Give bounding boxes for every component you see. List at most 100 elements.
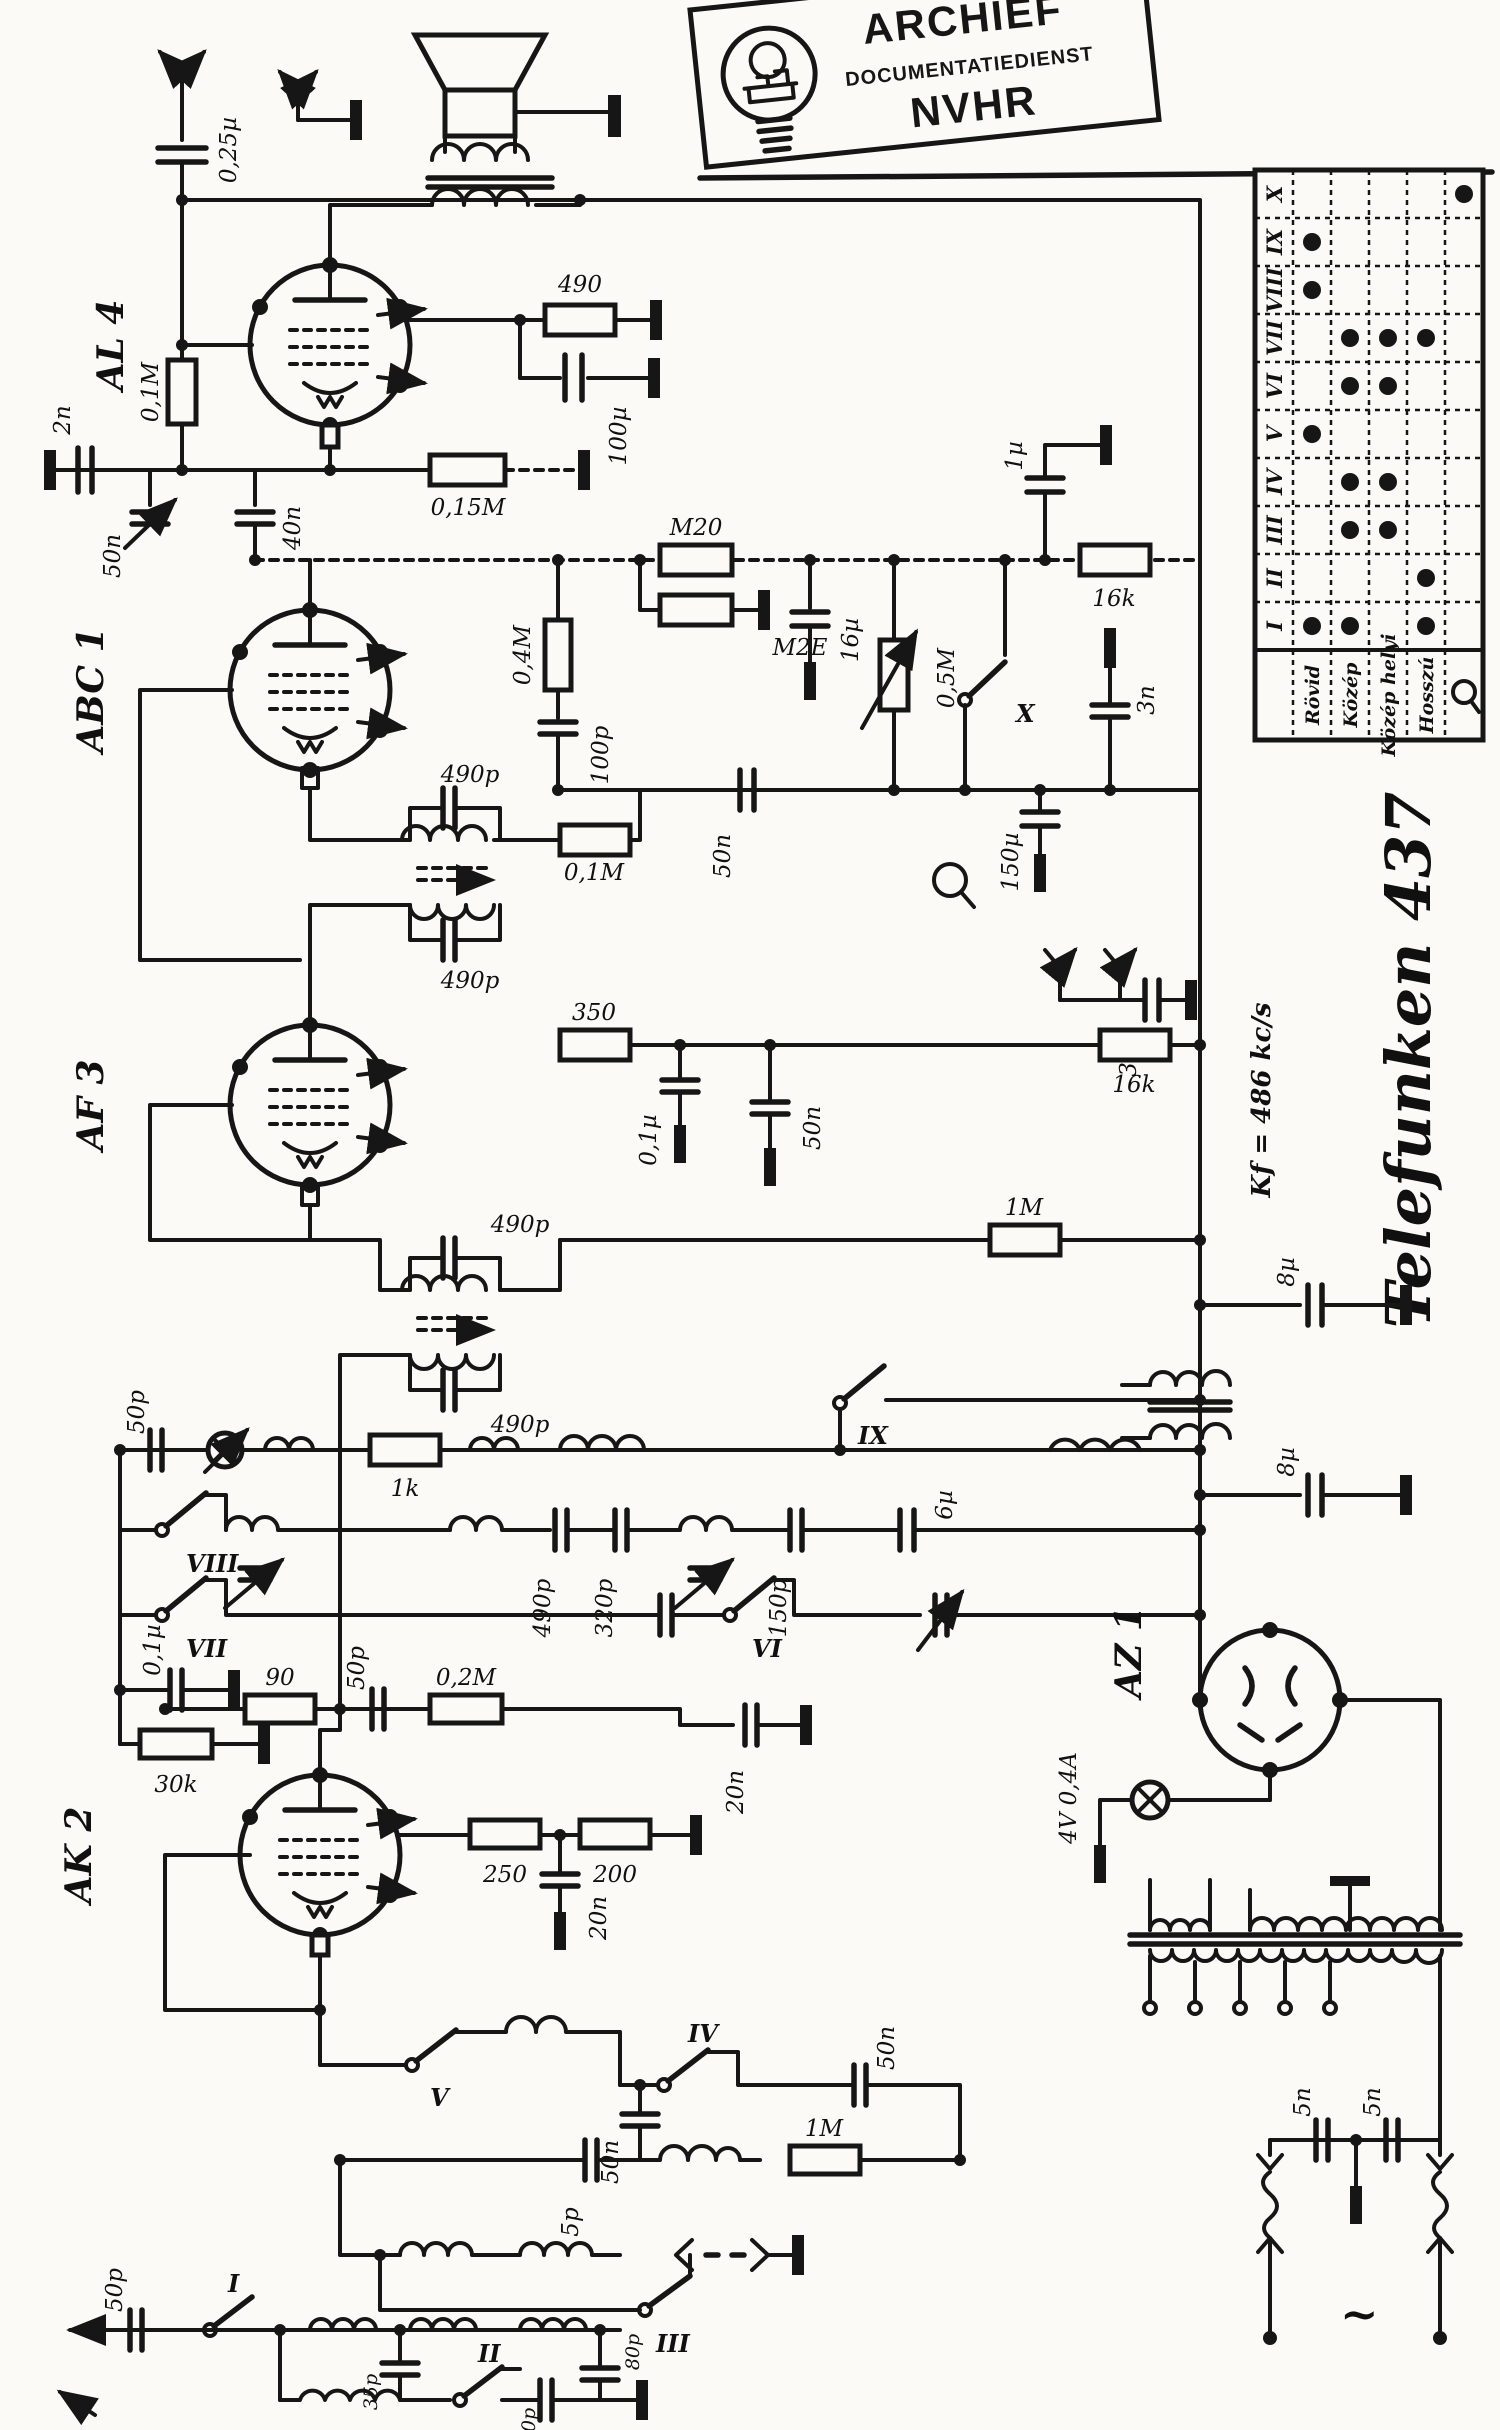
resistor-02m: 0,2M xyxy=(427,1665,505,1726)
value-label: 490p xyxy=(490,1412,550,1438)
osc-coil-3 xyxy=(558,1434,646,1452)
switch-label: IX xyxy=(857,1421,889,1450)
value-label: 100p xyxy=(588,725,614,784)
switch-label: III xyxy=(655,2329,690,2358)
band-table-dot xyxy=(1303,233,1321,251)
mains-input: 5n 5n ~ xyxy=(1256,2087,1454,2345)
band-table-dot xyxy=(1303,281,1321,299)
value-label: 20n xyxy=(586,1896,612,1941)
ak2-bottom-coils: III xyxy=(334,2154,804,2358)
al4-anode-network: 490 100µ xyxy=(408,272,662,466)
value-label: 0,5M xyxy=(934,646,960,708)
switch-label: V xyxy=(430,2083,451,2112)
capacitor-01u-a: 0,1µ xyxy=(636,1039,701,1166)
ht-rail-wire xyxy=(180,198,1202,1692)
value-label: 100µ xyxy=(606,407,632,466)
switch-label: IV xyxy=(687,2019,720,2048)
value-label: 50n xyxy=(800,1106,826,1150)
value-label: 90 xyxy=(265,1665,294,1691)
power-transformer xyxy=(1127,1698,1463,2142)
aerial-input: 50p I 35p 80p II 30p xyxy=(56,2268,648,2430)
output-transformer xyxy=(328,134,586,267)
osc-row3: VII VI xyxy=(118,1575,1206,1663)
band-table-dot xyxy=(1341,617,1359,635)
abc1-grid-resistor-04m: 0,4M 100p xyxy=(510,554,614,792)
table-numeral: IV xyxy=(1262,466,1287,496)
ak2-osc-row: IV 50n 50n xyxy=(598,2019,962,2184)
ak2-grid-lead xyxy=(318,1707,342,1777)
value-label: 0,2M xyxy=(436,1665,498,1691)
filter-cap-8u-b: 8µ xyxy=(1194,1447,1412,1518)
capacitor-50n-detector: 50n xyxy=(710,767,757,878)
value-label: M20 xyxy=(669,515,723,541)
value-label: 30k xyxy=(154,1772,197,1798)
value-label: 20n xyxy=(723,1770,749,1815)
band-table-dot xyxy=(1341,473,1359,491)
value-label: 8µ xyxy=(1274,1447,1300,1477)
value-label: 50p xyxy=(102,2268,128,2312)
abc1-cathode-cap-16u: 16µ xyxy=(789,554,864,700)
connector-jaw-left xyxy=(674,2238,694,2272)
antenna-2-icon xyxy=(277,69,362,140)
capacitor-50p-a: 50p xyxy=(124,1390,165,1473)
table-numeral: VI xyxy=(1262,372,1287,399)
tube-al4: AL 4 xyxy=(90,257,424,433)
tube-ak2: AK 2 xyxy=(58,1767,414,1943)
band-table-dot xyxy=(1303,425,1321,443)
value-label: 0,1M xyxy=(564,860,626,886)
archive-stamp: ARCHIEF DOCUMENTATIEDIENST NVHR xyxy=(687,0,1162,170)
antenna-series-capacitor: 0,25µ xyxy=(155,117,242,202)
pickup-icon xyxy=(1451,679,1481,714)
resistor-16k-a: 16k xyxy=(1077,542,1153,612)
value-label: 0,25µ xyxy=(216,117,242,183)
value-label: 8µ xyxy=(1274,1257,1300,1287)
tube-az1: AZ 1 xyxy=(1108,1606,1348,1778)
table-numeral: VII xyxy=(1262,319,1287,356)
switch-label: I xyxy=(227,2269,240,2298)
resistor-1m-a: 1M xyxy=(987,1195,1063,1258)
switch-label: VI xyxy=(752,1634,783,1663)
value-label: 0,4M xyxy=(510,623,536,685)
resistor-1k: 1k xyxy=(367,1432,443,1502)
tube-label-ak2: AK 2 xyxy=(58,1807,100,1907)
coupling-cap-1u: 1µ xyxy=(1002,425,1112,566)
al4-grid-resistor: 0,1M xyxy=(138,198,254,472)
value-label: 50p xyxy=(124,1390,150,1434)
tube-af3: AF 3 xyxy=(70,1017,404,1193)
value-label: M2E xyxy=(772,635,828,661)
if-transformer-2: 490p 490p xyxy=(338,1212,562,1711)
switch-label: II xyxy=(477,2339,501,2368)
ak2-cathode-bottom: V xyxy=(309,1932,622,2112)
value-label: 5n xyxy=(1290,2087,1316,2116)
band-table-dot xyxy=(1303,617,1321,635)
value-label: 50n xyxy=(710,834,736,878)
osc-row2: VIII 490p 320p 150p 6µ xyxy=(118,1490,1206,1638)
value-label: 0,1M xyxy=(138,360,164,422)
pickup-symbol xyxy=(932,862,976,909)
value-label: 490p xyxy=(490,1212,550,1238)
table-numeral: IX xyxy=(1262,228,1287,256)
pickup-switch-x: X xyxy=(957,554,1036,796)
volume-potentiometer: 0,5M xyxy=(860,554,960,796)
resistor-16k-b: 16k xyxy=(1097,1027,1173,1098)
capacitor-01u-b: 0,1µ xyxy=(114,1624,240,1713)
band-table-dot xyxy=(1379,473,1397,491)
table-mode-kozep: Közép xyxy=(1340,662,1362,729)
table-mode-rovid: Rövid xyxy=(1302,665,1324,726)
abc1-resistor-m2e: M2E xyxy=(634,554,828,661)
value-label: 2n xyxy=(50,405,76,435)
tuning-gang-icon xyxy=(203,1427,250,1474)
value-label: 1k xyxy=(391,1476,420,1502)
switch-label: VII xyxy=(186,1634,228,1663)
table-numeral: X xyxy=(1262,185,1287,204)
table-mode-kozep-helyi: Közép helyi xyxy=(1378,634,1400,758)
tube-label-al4: AL 4 xyxy=(90,300,132,394)
osc-coupling-transformer xyxy=(1120,1369,1233,1440)
value-label: 200 xyxy=(592,1862,637,1888)
value-label: 50n xyxy=(874,2026,900,2070)
table-numeral: V xyxy=(1262,423,1287,442)
osc-coil-2 xyxy=(468,1436,520,1452)
value-label: 80p xyxy=(622,2334,644,2370)
table-numeral: VIII xyxy=(1262,266,1287,313)
